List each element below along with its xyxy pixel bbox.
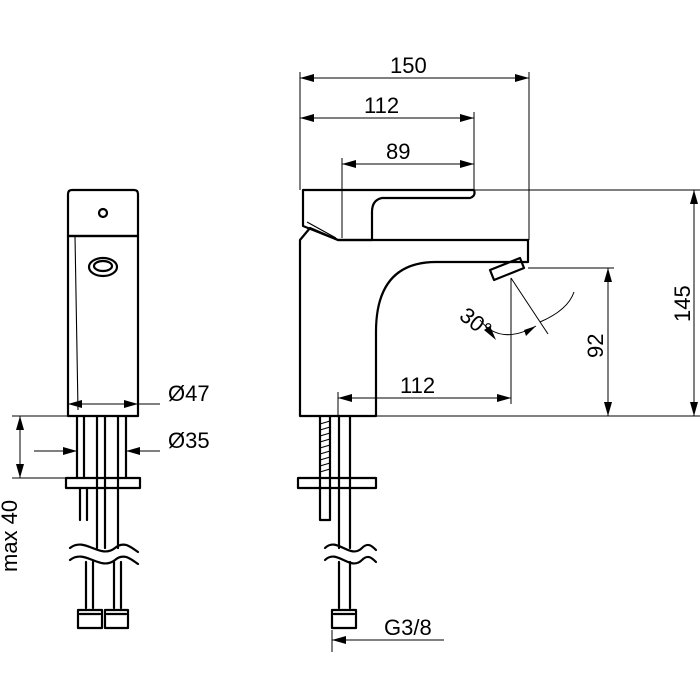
front-tail-pipes [75,414,128,550]
label-g38: G3/8 [384,615,432,640]
side-hose-lower [337,560,352,610]
front-hoses-lower [84,560,123,610]
side-break-line [323,543,378,565]
ext-line-diameter-35 [76,416,127,456]
arrow-112bottom-left [338,394,352,402]
front-view [64,188,142,630]
arrow-d35-left [63,447,77,455]
label-max-40: max 40 [0,500,22,572]
label-145: 145 [670,285,695,322]
label-112-bottom: 112 [400,373,435,398]
label-30-degree: 30° [455,302,497,342]
arrow-g38 [332,636,346,644]
arrow-max40-top [16,416,24,430]
arrow-112top-right [460,114,474,122]
side-aerator [488,256,526,282]
side-connection-nut [330,608,358,630]
label-112-top: 112 [364,93,399,118]
side-view [296,188,530,630]
side-threaded-rod [318,414,332,522]
side-body-outline [298,226,530,418]
arrow-89-right [460,160,474,168]
arrow-145-top [690,190,698,204]
front-break-line [68,543,140,566]
front-aerator-outer [87,256,119,278]
ext-line-max-40 [12,415,68,479]
arrow-angle-left [484,326,496,340]
arrow-d35-right [126,447,140,455]
ext-lines-top [299,72,530,240]
front-lever-outline [66,188,140,238]
arrow-112bottom-right [497,394,511,402]
arrow-92-top [604,268,612,282]
front-lever-dot [97,207,109,219]
arrow-max40-bottom [16,464,24,478]
arrow-d47-right [124,400,138,408]
front-dimensions: Ø47 Ø35 max 40 [0,381,210,572]
angle-arc-ext [539,291,575,323]
label-89: 89 [386,139,410,164]
arrow-92-bottom [604,402,612,416]
arrow-d47-left [68,400,82,408]
front-connection-nuts [76,608,130,630]
ext-lines-right [376,189,700,417]
front-body-outline [66,234,140,418]
arrow-angle-right [524,326,536,336]
front-body-shade [74,235,79,411]
front-aerator-inner [92,259,114,273]
label-diameter-35: Ø35 [168,428,210,453]
label-92: 92 [583,334,608,358]
side-supply-pipe [337,414,352,550]
angle-leg-spray [510,277,549,335]
arrow-145-bottom [690,402,698,416]
side-thread-hatch [319,420,331,473]
side-lever-edge [306,221,337,239]
side-mount-plate [296,476,378,490]
arrow-150-left [300,74,314,82]
label-diameter-47: Ø47 [168,381,210,406]
label-150: 150 [390,53,427,78]
side-dimensions: 150 112 89 145 92 112 30 [299,53,700,652]
arrow-150-right [515,74,529,82]
arrow-89-left [342,160,356,168]
arrow-112top-left [300,114,314,122]
front-mount-plate [64,476,142,490]
ext-lines-112-bottom [337,278,512,416]
side-lever-outline [301,188,476,242]
